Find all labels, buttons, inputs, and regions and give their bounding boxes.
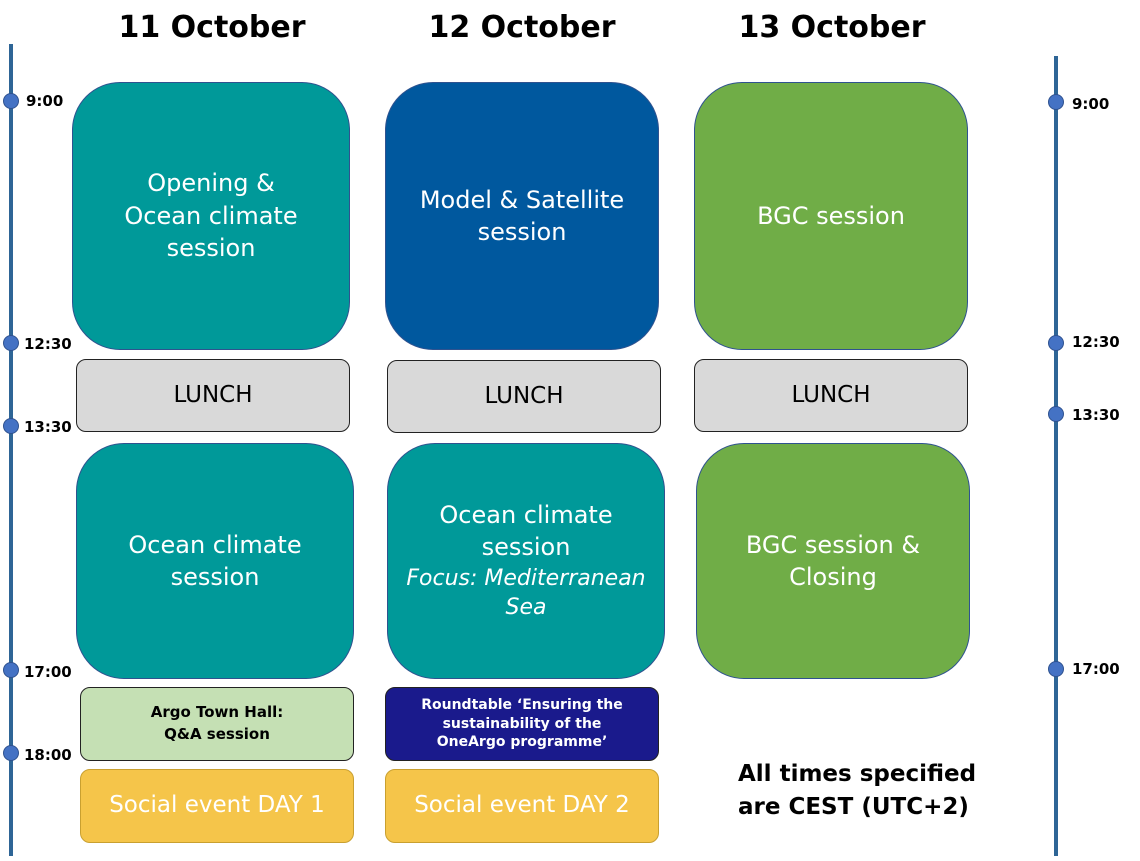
timezone-note-line: All times specified	[738, 761, 977, 787]
right-label-1330: 13:30	[1072, 406, 1120, 424]
session-text-line: Closing	[789, 563, 877, 591]
left-time-axis	[9, 44, 13, 856]
session-text-line: session	[170, 563, 260, 591]
session-text-line: Opening &	[147, 169, 275, 198]
day-header-11-october: 11 October	[118, 10, 306, 45]
session-text-line: session	[481, 533, 571, 562]
session-text-line: Model & Satellite	[419, 185, 625, 214]
right-tick-1700	[1048, 661, 1064, 677]
session-text-line: BGC session	[757, 201, 905, 230]
roundtable-oneargo: Roundtable ‘Ensuring the sustainability …	[385, 687, 659, 761]
session-text-line: Argo Town Hall:	[150, 703, 284, 722]
social-event-day1: Social event DAY 1	[80, 769, 354, 843]
session-focus-line: Focus: Mediterranean	[406, 565, 646, 591]
session-ocean-climate-mediterranean: Ocean climate session Focus: Mediterrane…	[387, 443, 665, 679]
session-focus-line: Sea	[505, 595, 547, 621]
left-label-0900: 9:00	[26, 92, 64, 110]
left-label-1800: 18:00	[24, 746, 72, 764]
left-label-1230: 12:30	[24, 335, 72, 353]
session-text-line: OneArgo programme’	[436, 734, 608, 751]
session-ocean-climate-day1: Ocean climate session	[76, 443, 354, 679]
session-bgc-closing: BGC session & Closing	[696, 443, 970, 679]
right-time-axis	[1054, 56, 1058, 856]
session-text-line: session	[477, 218, 567, 246]
session-text-line: Ocean climate	[124, 201, 298, 230]
timezone-note-line: are CEST (UTC+2)	[738, 794, 969, 821]
timezone-note: All times specified are CEST (UTC+2)	[738, 758, 988, 825]
right-tick-1230	[1048, 335, 1064, 351]
left-tick-1800	[3, 745, 19, 761]
lunch-day3: LUNCH	[694, 359, 968, 432]
left-label-1700: 17:00	[24, 663, 72, 681]
session-text-line: BGC session &	[745, 530, 921, 559]
session-text-line: Ocean climate	[128, 530, 302, 559]
left-tick-1230	[3, 335, 19, 351]
session-model-satellite: Model & Satellite session	[385, 82, 659, 350]
day-header-13-october: 13 October	[738, 10, 926, 45]
day-header-12-october: 12 October	[428, 10, 616, 45]
right-label-0900: 9:00	[1072, 95, 1110, 113]
left-tick-0900	[3, 93, 19, 109]
lunch-day1: LUNCH	[76, 359, 350, 432]
left-label-1330: 13:30	[24, 418, 72, 436]
session-text-line: session	[166, 234, 256, 263]
session-text-line: sustainability of the	[442, 715, 602, 732]
session-opening-ocean-climate: Opening & Ocean climate session	[72, 82, 350, 350]
social-event-day2: Social event DAY 2	[385, 769, 659, 843]
argo-town-hall: Argo Town Hall: Q&A session	[80, 687, 354, 761]
session-bgc: BGC session	[694, 82, 968, 350]
session-text-line: Ocean climate	[439, 500, 613, 529]
right-label-1700: 17:00	[1072, 660, 1120, 678]
right-label-1230: 12:30	[1072, 333, 1120, 351]
session-text-line: Q&A session	[164, 725, 270, 743]
session-text-line: Roundtable ‘Ensuring the	[421, 696, 623, 713]
lunch-day2: LUNCH	[387, 360, 661, 433]
right-tick-1330	[1048, 406, 1064, 422]
left-tick-1330	[3, 418, 19, 434]
left-tick-1700	[3, 662, 19, 678]
right-tick-0900	[1048, 94, 1064, 110]
